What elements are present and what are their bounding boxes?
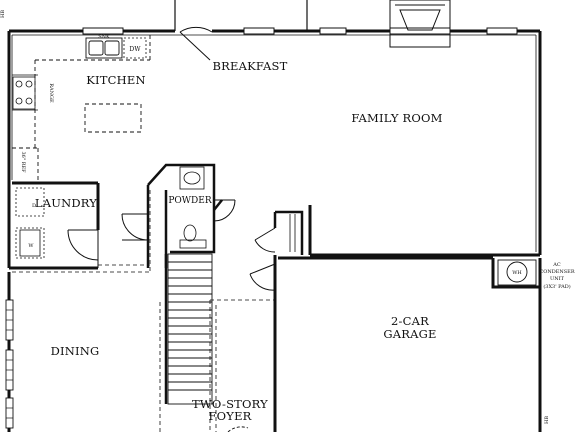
- powder-fixtures: [179, 166, 207, 249]
- room-label-dining: DINING: [51, 344, 100, 358]
- room-label-foyer-line1: TWO-STORY: [192, 397, 268, 411]
- sink-label: SNK: [98, 34, 110, 40]
- fireplace: [389, 0, 451, 48]
- room-label-foyer-line2: FOYER: [208, 409, 251, 423]
- room-label-laundry: LAUNDRY: [35, 196, 97, 210]
- front-door-hint: [227, 426, 249, 432]
- window-ticks: [6, 309, 13, 419]
- ac-line-3: UNIT: [550, 276, 565, 282]
- powder-walls: [146, 163, 223, 268]
- kitchen-island: [84, 103, 142, 133]
- windows-west: [5, 299, 14, 429]
- hose-bib-top: HB: [0, 10, 6, 18]
- garage-entry-door: [249, 263, 276, 291]
- coat-closet: [273, 210, 304, 255]
- laundry-appliances: [15, 187, 45, 259]
- coat-closet-door: [254, 227, 276, 253]
- dashed-boundaries: [12, 190, 275, 432]
- water-heater-label: WH: [512, 270, 522, 276]
- ac-note: AC CONDENSER UNIT (3X3' PAD): [539, 262, 574, 290]
- breakfast-door: [179, 26, 213, 61]
- exterior-stubs: [174, 0, 308, 31]
- dishwasher: [123, 37, 147, 59]
- ac-line-4: (3X3' PAD): [543, 283, 570, 290]
- dishwasher-label: DW: [129, 46, 141, 53]
- refrigerator-note: 36" REF: [20, 151, 26, 173]
- laundry-door: [67, 229, 99, 268]
- room-label-breakfast: BREAKFAST: [212, 59, 287, 73]
- kitchen-counters-solid: [12, 74, 38, 111]
- north-wall-detail: [11, 34, 537, 252]
- room-label-garage-line2: GARAGE: [383, 327, 436, 341]
- coat-closet-detail: [289, 214, 296, 252]
- powder-door: [213, 199, 236, 222]
- range-label: RANGE: [48, 83, 54, 103]
- closet-door-west: [121, 213, 149, 241]
- dryer-label: D: [32, 203, 36, 209]
- staircase: [167, 253, 213, 405]
- room-label-powder: POWDER: [168, 196, 211, 206]
- room-label-garage-line1: 2-CAR: [391, 314, 429, 328]
- room-label-kitchen: KITCHEN: [86, 73, 146, 87]
- range: [12, 76, 36, 110]
- kitchen-sink: [85, 37, 123, 59]
- water-heater: [497, 259, 537, 286]
- kitchen-counters: [12, 35, 151, 180]
- room-label-family-room: FAMILY ROOM: [351, 111, 442, 125]
- washer-label: W: [28, 243, 34, 249]
- exterior-walls: [7, 29, 542, 432]
- ac-line-2: CONDENSER: [539, 269, 574, 275]
- ac-line-1: AC: [552, 262, 561, 268]
- hose-bib-bottom: HB: [544, 416, 550, 424]
